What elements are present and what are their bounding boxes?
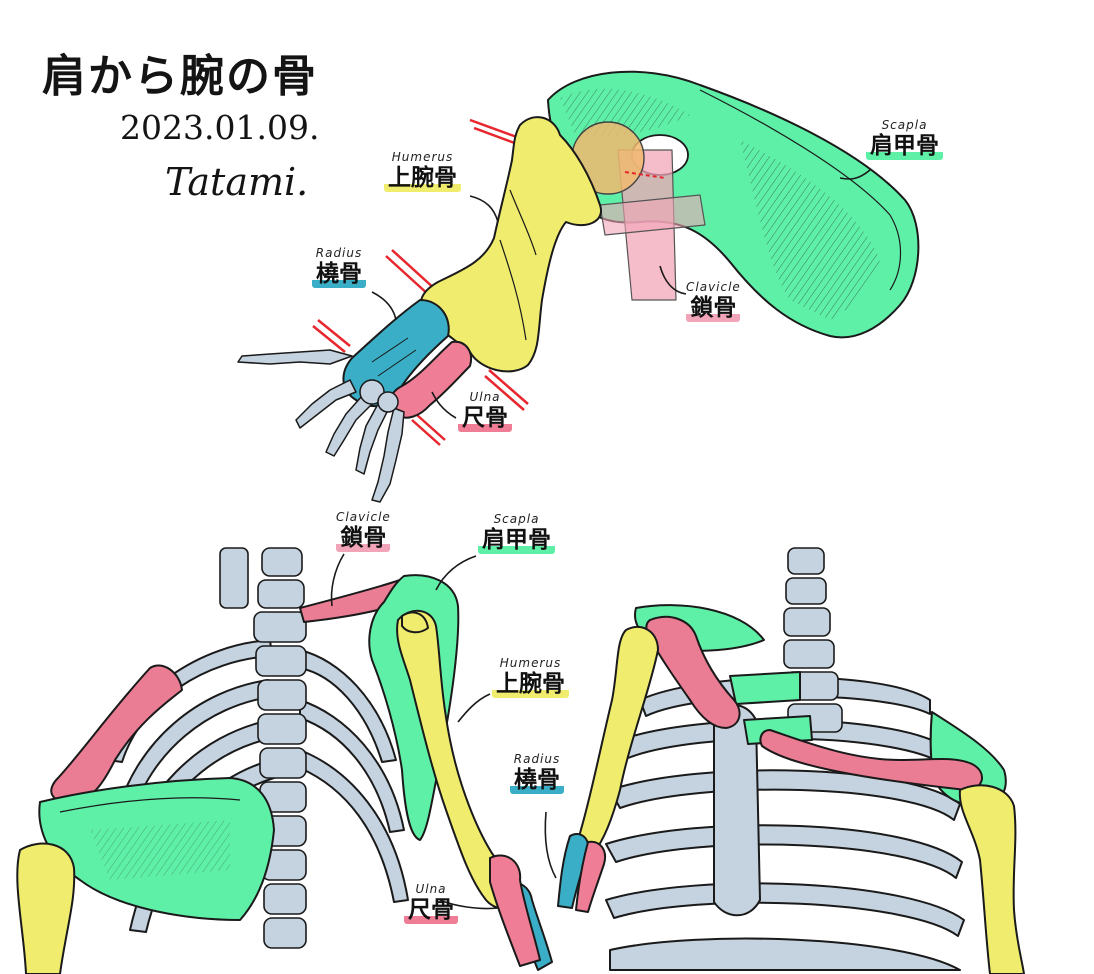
back-view-skeleton <box>16 547 553 974</box>
spine <box>219 547 307 949</box>
label-ja: 尺骨 <box>404 896 458 924</box>
label-en: Clavicle <box>336 510 391 524</box>
label-en: Humerus <box>499 656 562 670</box>
date-text: 2023.01.09. <box>120 108 320 147</box>
label-bottom-ulna: Ulna 尺骨 <box>404 882 458 924</box>
label-ja: 橈骨 <box>510 766 564 794</box>
label-bottom-scapula: Scapla 肩甲骨 <box>478 512 555 554</box>
label-bottom-clavicle: Clavicle 鎖骨 <box>336 510 391 552</box>
page-title: 肩から腕の骨 <box>42 51 318 102</box>
label-top-ulna: Ulna 尺骨 <box>458 390 512 432</box>
humerus-bone <box>419 116 603 373</box>
top-leader-lines <box>371 169 871 419</box>
label-top-humerus: Humerus 上腕骨 <box>384 150 461 192</box>
label-ja: 肩甲骨 <box>866 132 943 160</box>
hand-bones <box>237 349 405 503</box>
label-top-clavicle: Clavicle 鎖骨 <box>686 280 741 322</box>
label-en: Humerus <box>391 150 454 164</box>
label-en: Ulna <box>469 390 501 404</box>
label-top-scapula: Scapla 肩甲骨 <box>866 118 943 160</box>
ulna-back <box>489 854 541 967</box>
humerus-front-left <box>577 625 659 853</box>
top-arm-diagram <box>237 70 920 503</box>
label-ja: 橈骨 <box>312 260 366 288</box>
radius-front <box>557 832 590 909</box>
humerus-back-left <box>16 842 76 974</box>
label-ja: 鎖骨 <box>336 524 391 552</box>
label-en: Clavicle <box>686 280 741 294</box>
ulna-front <box>575 840 606 913</box>
label-en: Radius <box>513 752 561 766</box>
label-en: Radius <box>315 246 363 260</box>
label-en: Scapla <box>493 512 540 526</box>
front-spine <box>783 547 843 733</box>
ulna-bone <box>389 340 472 419</box>
label-en: Scapla <box>881 118 928 132</box>
label-ja: 上腕骨 <box>492 670 569 698</box>
humerus-front-right <box>958 784 1025 974</box>
label-bottom-radius: Radius 橈骨 <box>510 752 564 794</box>
label-top-radius: Radius 橈骨 <box>312 246 366 288</box>
label-ja: 尺骨 <box>458 404 512 432</box>
label-en: Ulna <box>415 882 447 896</box>
label-bottom-humerus: Humerus 上腕骨 <box>492 656 569 698</box>
label-ja: 鎖骨 <box>686 294 741 322</box>
label-ja: 上腕骨 <box>384 164 461 192</box>
front-view-skeleton <box>557 547 1025 974</box>
signature: Tatami. <box>165 160 309 204</box>
label-ja: 肩甲骨 <box>478 526 555 554</box>
guide-lines <box>312 118 529 446</box>
